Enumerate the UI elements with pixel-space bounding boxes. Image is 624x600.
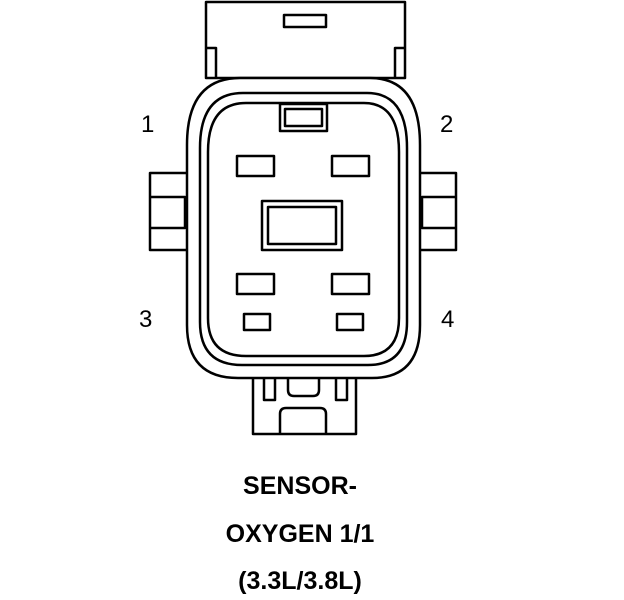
connector-body-rim — [198, 91, 409, 367]
caption-line-3: (3.3L/3.8L) — [238, 567, 362, 595]
right-side-ear-inner — [420, 195, 456, 230]
terminal-cavity-lower-right — [330, 272, 371, 296]
bottom-key-notch — [278, 406, 328, 434]
guide-slot-left — [242, 312, 272, 332]
top-latch-tab — [204, 0, 407, 80]
terminal-cavity-upper-right — [330, 154, 371, 178]
pin-2-label: 2 — [440, 111, 453, 138]
bottom-key-left-post — [262, 375, 277, 402]
center-boss-inner — [266, 205, 338, 246]
right-side-ear — [420, 171, 458, 252]
guide-slot-right — [335, 312, 365, 332]
top-latch-inner — [206, 46, 405, 78]
terminal-cavity-lower-left — [235, 272, 276, 296]
terminal-cavity-upper-left — [235, 154, 276, 178]
pin-1-label: 1 — [141, 111, 154, 138]
lock-window-inner — [283, 107, 324, 128]
connector-body-inner — [206, 101, 401, 358]
bottom-key-right-post — [334, 375, 349, 402]
bottom-key-center — [286, 360, 321, 398]
left-side-ear — [148, 171, 187, 252]
pin-3-label: 3 — [139, 306, 152, 333]
top-latch-slot — [282, 13, 328, 29]
caption-line-2: OXYGEN 1/1 — [225, 520, 375, 548]
left-side-ear-inner — [150, 195, 187, 230]
caption-line-1: SENSOR- — [243, 472, 357, 500]
pin-4-label: 4 — [441, 306, 454, 333]
